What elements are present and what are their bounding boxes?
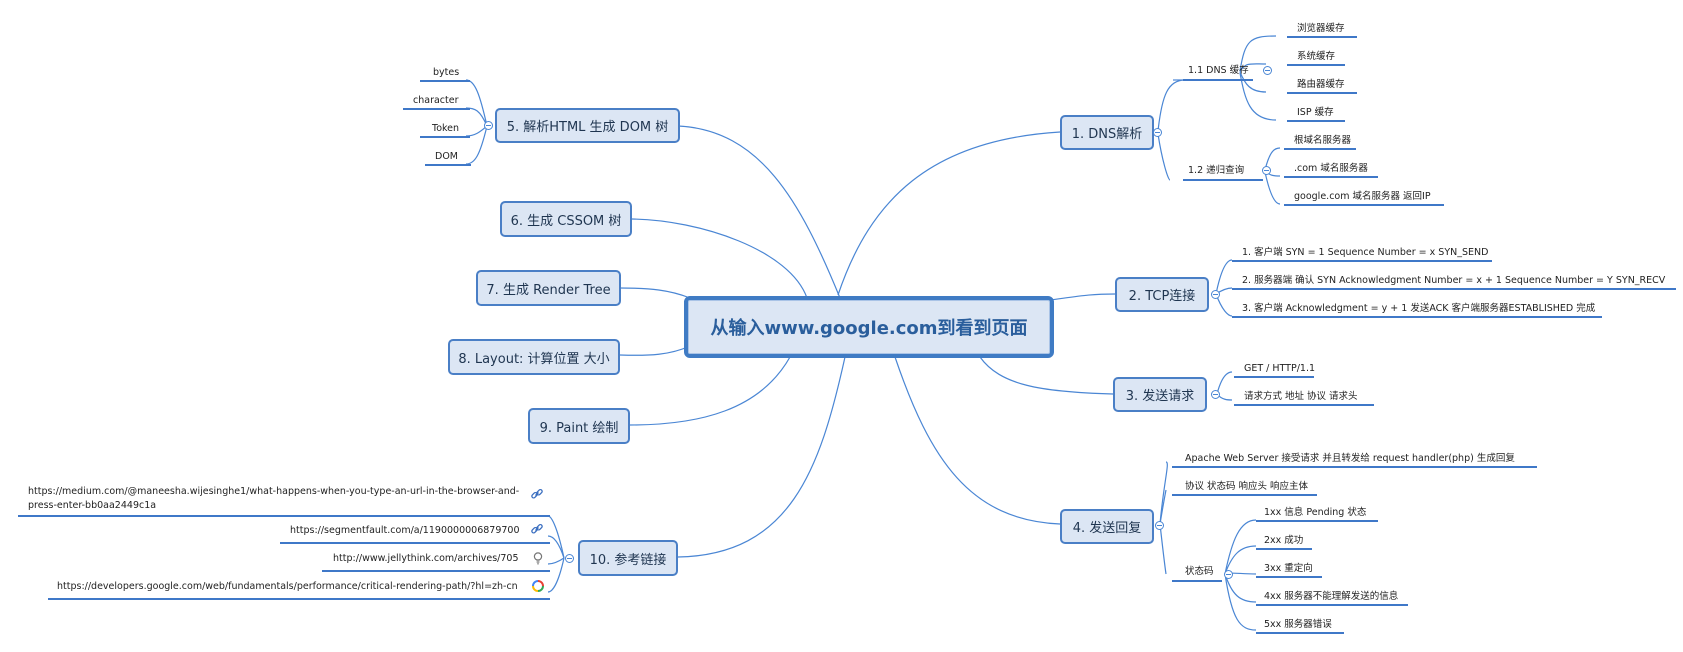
google-icon[interactable] (531, 579, 545, 593)
leaf-tcp-step1[interactable]: 1. 客户端 SYN = 1 Sequence Number = x SYN_S… (1242, 247, 1489, 258)
link-medium[interactable]: https://medium.com/@maneesha.wijesinghe1… (28, 485, 519, 513)
link-b1-sub2 (1157, 133, 1171, 181)
leaf-tcp-step2[interactable]: 2. 服务器端 确认 SYN Acknowledgment Number = x… (1242, 275, 1666, 286)
topic-dns-resolution[interactable]: 1. DNS解析 (1060, 115, 1154, 150)
collapse-toggle-icon[interactable] (1263, 66, 1272, 75)
link-central-b8 (619, 345, 691, 356)
leaf-token[interactable]: Token (432, 123, 460, 134)
leaf-router-cache[interactable]: 路由器缓存 (1297, 79, 1345, 90)
link-medium-line1: https://medium.com/@maneesha.wijesinghe1… (28, 486, 520, 497)
link-central-b5 (677, 125, 841, 299)
leaf-status-4xx[interactable]: 4xx 服务器不能理解发送的信息 (1264, 591, 1399, 602)
link-icon[interactable] (530, 522, 544, 536)
central-topic[interactable]: 从输入www.google.com到看到页面 (684, 296, 1054, 358)
leaf-character[interactable]: character (413, 95, 459, 106)
collapse-toggle-icon[interactable] (565, 554, 574, 563)
leaf-google-dns[interactable]: google.com 域名服务器 返回IP (1294, 191, 1431, 202)
link-google-developers[interactable]: https://developers.google.com/web/fundam… (57, 581, 518, 592)
topic-layout[interactable]: 8. Layout: 计算位置 大小 (448, 339, 620, 375)
link-central-b10 (677, 356, 846, 558)
topic-references[interactable]: 10. 参考链接 (578, 540, 678, 576)
leaf-get-request[interactable]: GET / HTTP/1.1 (1244, 363, 1316, 374)
link-central-b9 (629, 356, 791, 426)
lightbulb-icon[interactable] (531, 551, 545, 565)
link-central-b3 (979, 356, 1114, 395)
leaf-apache-server[interactable]: Apache Web Server 接受请求 并且转发给 request han… (1185, 453, 1515, 464)
link-jellythink[interactable]: http://www.jellythink.com/archives/705 (333, 553, 519, 564)
collapse-toggle-icon[interactable] (1155, 521, 1164, 530)
collapse-toggle-icon[interactable] (1153, 128, 1162, 137)
topic-paint[interactable]: 9. Paint 绘制 (528, 408, 630, 444)
leaf-isp-cache[interactable]: ISP 缓存 (1297, 107, 1334, 118)
leaf-tcp-step3[interactable]: 3. 客户端 Acknowledgment = y + 1 发送ACK 客户端服… (1242, 303, 1596, 314)
link-central-b7 (619, 287, 691, 299)
leaf-request-parts[interactable]: 请求方式 地址 协议 请求头 (1244, 391, 1358, 402)
topic-build-cssom[interactable]: 6. 生成 CSSOM 树 (500, 201, 632, 237)
leaf-status-5xx[interactable]: 5xx 服务器错误 (1264, 619, 1332, 630)
leaf-root-dns[interactable]: 根域名服务器 (1294, 135, 1352, 146)
link-central-b1 (837, 131, 1061, 296)
leaf-system-cache[interactable]: 系统缓存 (1297, 51, 1336, 62)
collapse-toggle-icon[interactable] (484, 121, 493, 130)
leaf-bytes[interactable]: bytes (433, 67, 460, 78)
leaf-com-dns[interactable]: .com 域名服务器 (1294, 163, 1368, 174)
link-medium-line2: press-enter-bb0aa2449c1a (28, 500, 157, 511)
collapse-toggle-icon[interactable] (1211, 390, 1220, 399)
leaf-dom[interactable]: DOM (435, 151, 458, 162)
link-icon[interactable] (530, 487, 544, 501)
collapse-toggle-icon[interactable] (1262, 166, 1271, 175)
sub-recursive-query[interactable]: 1.2 递归查询 (1188, 165, 1245, 176)
collapse-toggle-icon[interactable] (1211, 290, 1220, 299)
topic-render-tree[interactable]: 7. 生成 Render Tree (476, 270, 621, 306)
link-b1-sub1 (1157, 79, 1186, 132)
link-segmentfault[interactable]: https://segmentfault.com/a/1190000006879… (290, 525, 520, 536)
topic-send-response[interactable]: 4. 发送回复 (1060, 509, 1154, 544)
topic-parse-html-dom[interactable]: 5. 解析HTML 生成 DOM 树 (495, 108, 680, 143)
link-central-b4 (894, 356, 1061, 525)
leaf-status-2xx[interactable]: 2xx 成功 (1264, 535, 1304, 546)
collapse-toggle-icon[interactable] (1224, 570, 1233, 579)
leaf-browser-cache[interactable]: 浏览器缓存 (1297, 23, 1345, 34)
topic-tcp-connection[interactable]: 2. TCP连接 (1115, 277, 1209, 312)
leaf-status-1xx[interactable]: 1xx 信息 Pending 状态 (1264, 507, 1367, 518)
leaf-response-parts[interactable]: 协议 状态码 响应头 响应主体 (1185, 481, 1309, 492)
sub-dns-cache[interactable]: 1.1 DNS 缓存 (1188, 65, 1249, 76)
sub-status-codes[interactable]: 状态码 (1185, 566, 1214, 577)
topic-send-request[interactable]: 3. 发送请求 (1113, 377, 1207, 412)
link-central-b2 (1049, 293, 1116, 301)
leaf-status-3xx[interactable]: 3xx 重定向 (1264, 563, 1313, 574)
link-central-b6 (631, 218, 808, 299)
